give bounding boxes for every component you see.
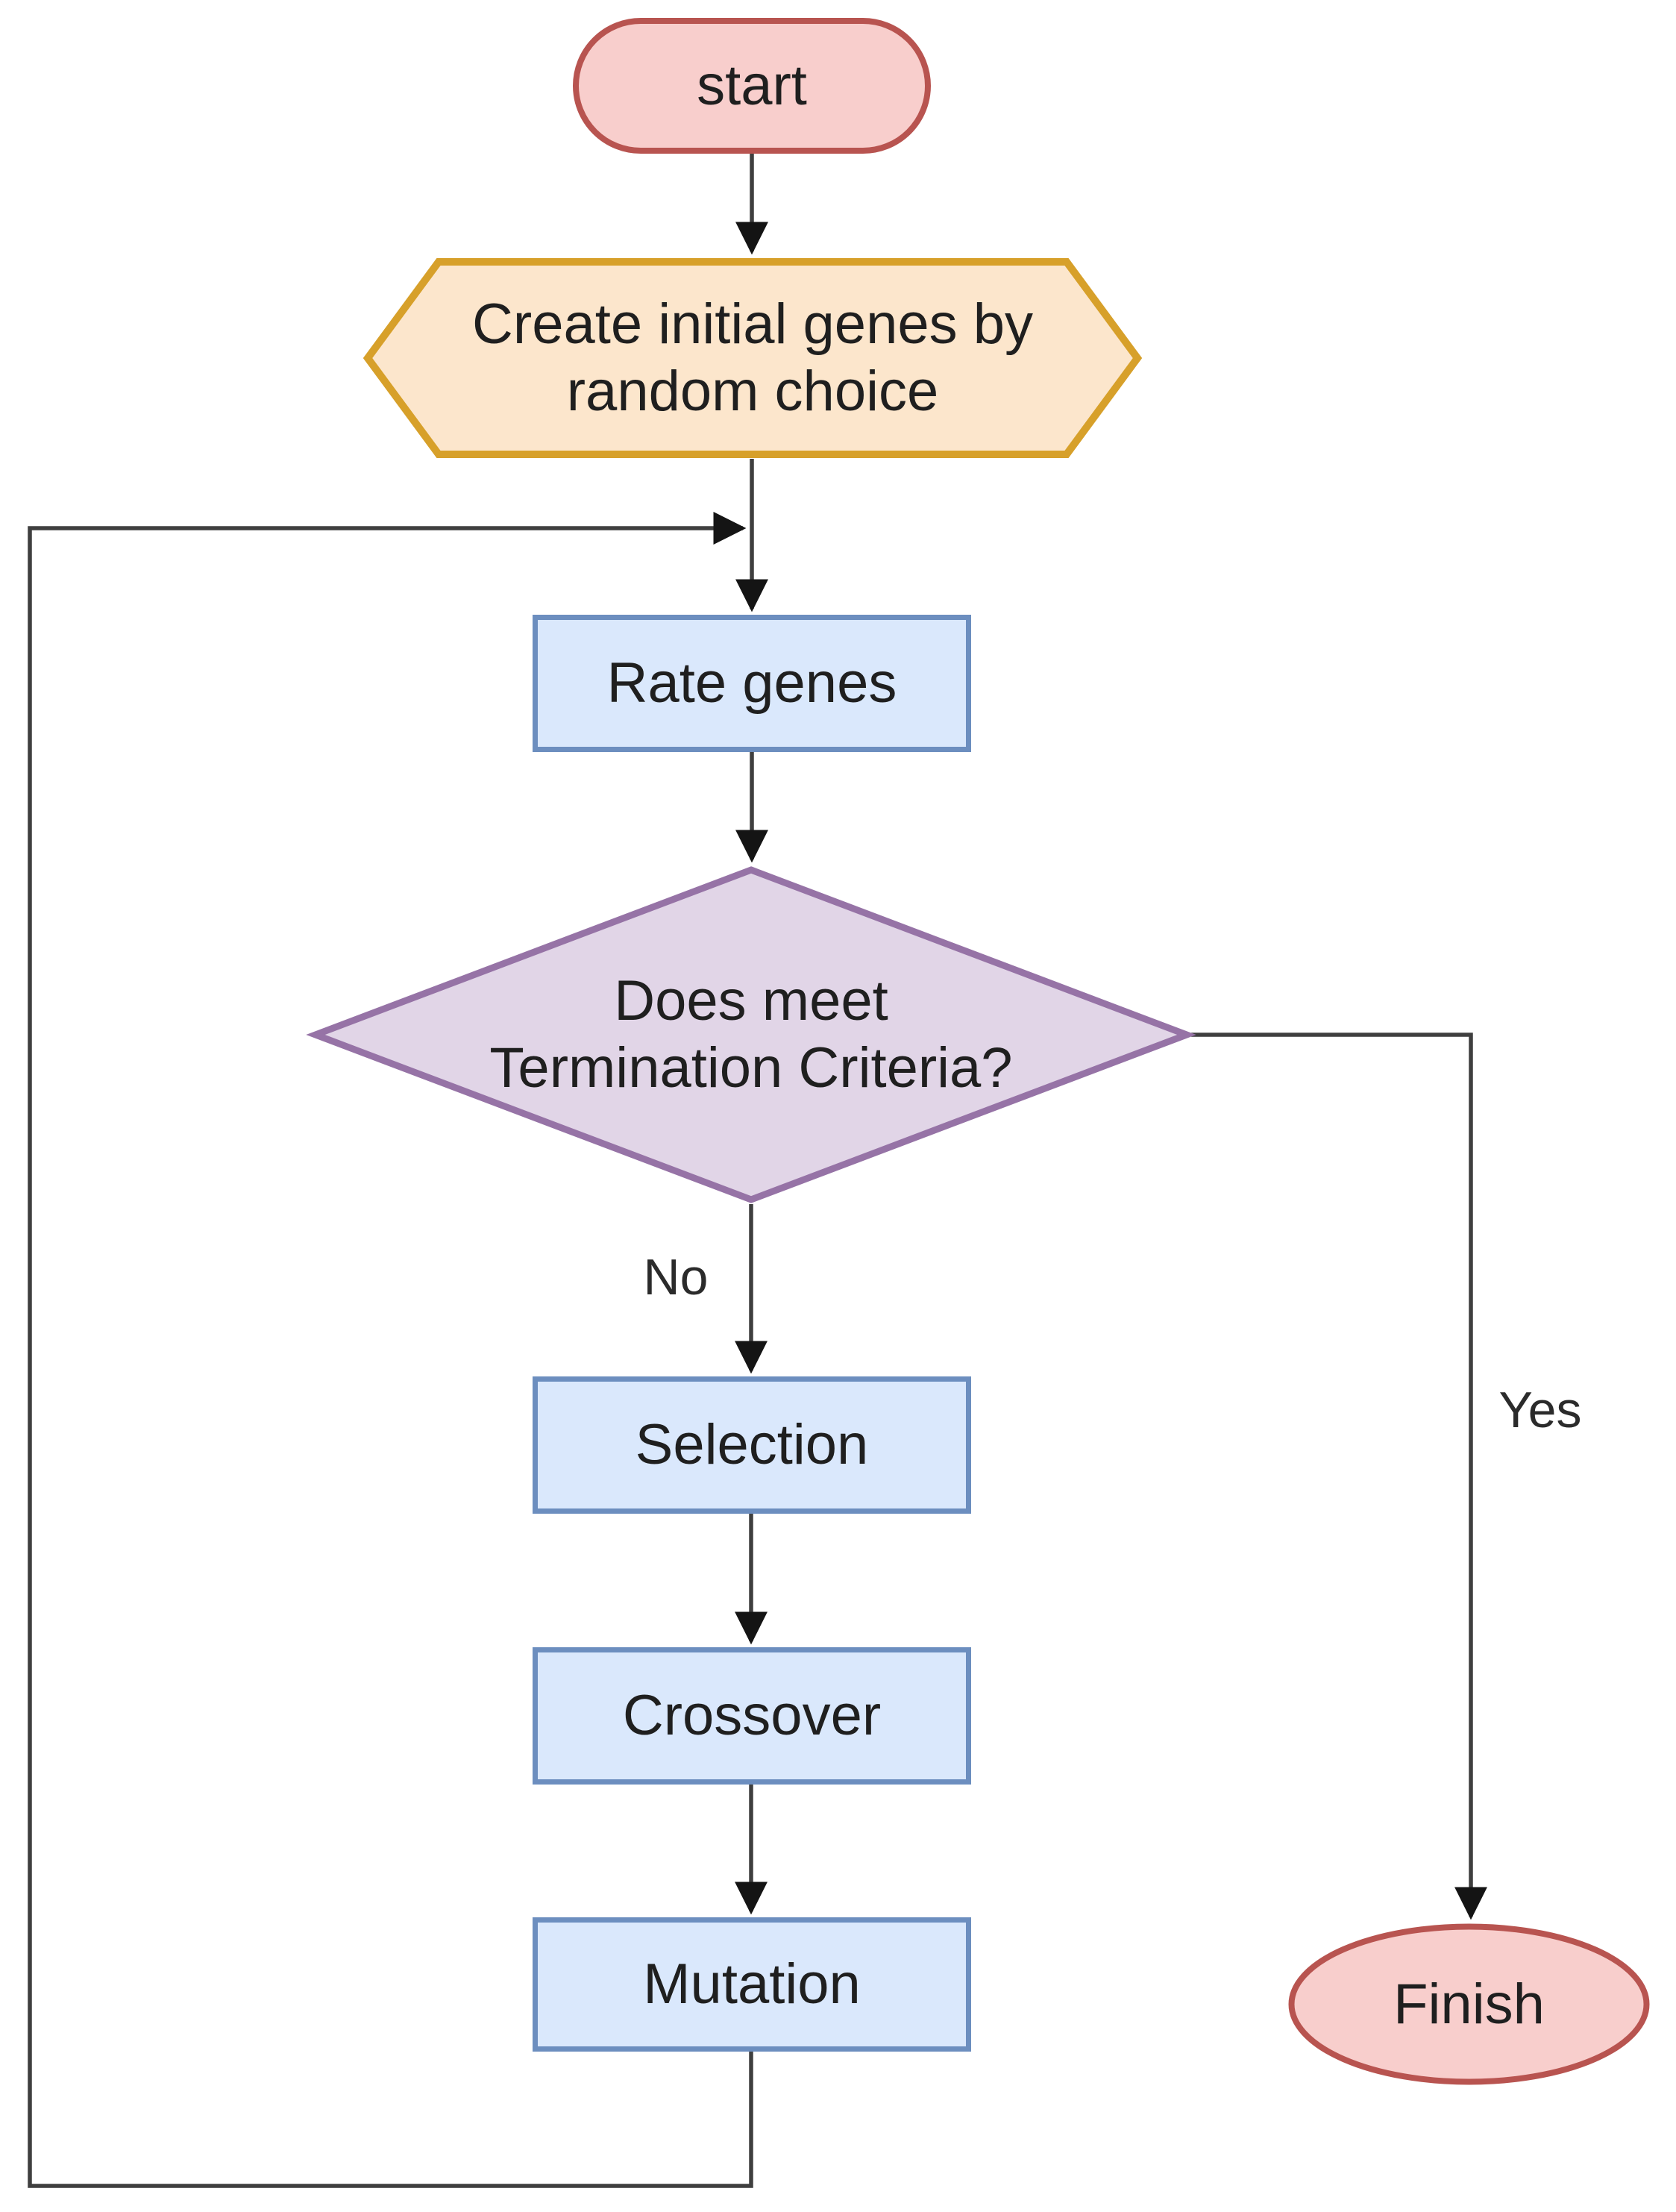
rate-genes-label: Rate genes [606,651,897,715]
crossover-node: Crossover [533,1647,971,1785]
mutation-shape [533,1917,971,2052]
decision-label: Does meet Termination Criteria? [489,969,1013,1100]
finish-shape [1288,1923,1650,2085]
no-edge-label: No [643,1249,709,1306]
crossover-label: Crossover [622,1684,882,1748]
mutation-node: Mutation [533,1917,971,2052]
selection-shape [533,1376,971,1514]
start-shape [573,18,931,154]
create-genes-shape [362,258,1143,458]
edge-mutation-loop-back [28,512,753,2188]
create-genes-label: Create initial genes by random choice [472,292,1033,423]
selection-label: Selection [635,1413,869,1477]
create-genes-node: Create initial genes by random choice [362,257,1143,459]
rate-genes-node: Rate genes [533,615,971,752]
finish-label: Finish [1393,1972,1545,2036]
mutation-label: Mutation [643,1952,861,2017]
edge-decision-yes-to-finish [1191,1033,1487,1920]
yes-edge-label: Yes [1498,1382,1582,1438]
decision-node: Does meet Termination Criteria? [306,865,1196,1204]
start-label: start [697,54,807,118]
rate-genes-shape [533,615,971,752]
selection-node: Selection [533,1376,971,1514]
start-node: start [573,18,931,154]
decision-shape [306,866,1196,1203]
crossover-shape [533,1647,971,1785]
finish-node: Finish [1287,1923,1651,2086]
